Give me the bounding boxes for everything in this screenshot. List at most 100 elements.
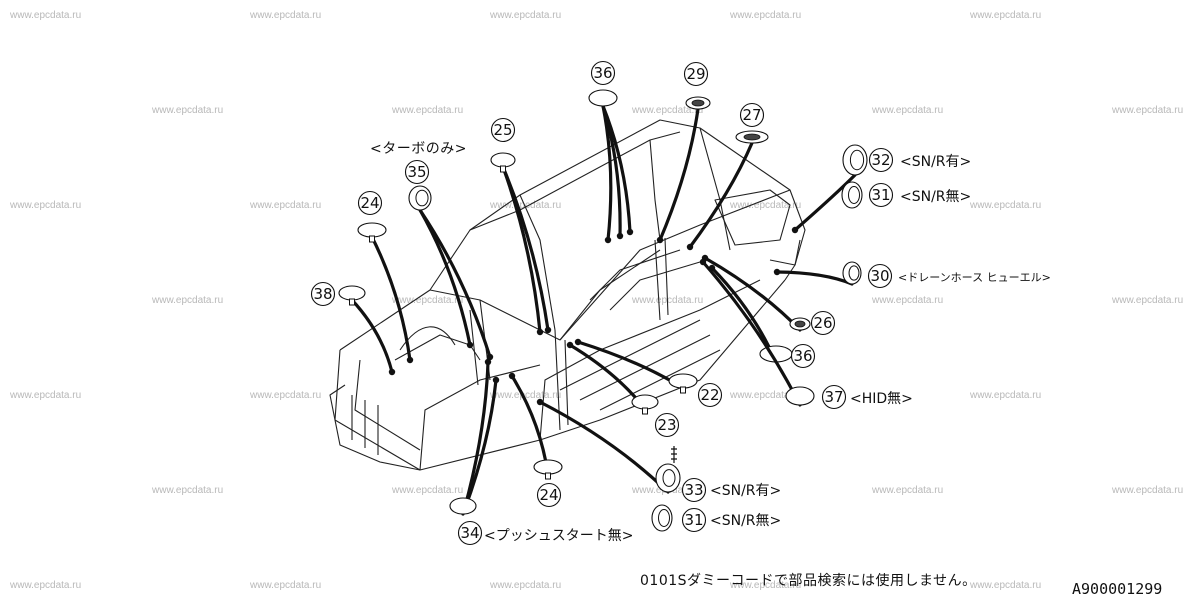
watermark-text: www.epcdata.ru [392, 105, 464, 116]
callout-number-circle [790, 343, 816, 369]
leader-line [538, 400, 670, 494]
callout-36: 36 [588, 60, 634, 244]
callout-number: 25 [493, 121, 512, 139]
callout-36: 36 [708, 264, 816, 369]
callout-number: 23 [657, 416, 676, 434]
leader-line [793, 173, 857, 232]
watermark-text: www.epcdata.ru [10, 390, 82, 401]
footer-note: 0101Sダミーコードで部品検索には使用しません。 [640, 573, 977, 589]
part-icon [357, 222, 387, 243]
watermark-text: www.epcdata.ru [872, 105, 944, 116]
part-icon [789, 317, 811, 331]
callout-number: 33 [684, 481, 703, 499]
watermark-text: www.epcdata.ru [490, 10, 562, 21]
attach-point [566, 341, 574, 349]
callout-number: 31 [684, 511, 703, 529]
callout-number-circle [868, 147, 894, 173]
leader-line [370, 235, 412, 362]
callout-number-circle [357, 190, 383, 216]
part-icon [651, 504, 673, 532]
attach-point [791, 226, 799, 234]
watermark-text: www.epcdata.ru [1112, 295, 1184, 306]
callout-number: 35 [407, 163, 426, 181]
callout-38: 38 [310, 281, 396, 376]
callout-number: 37 [824, 388, 843, 406]
attach-point [508, 372, 516, 380]
watermark-text: www.epcdata.ru [392, 485, 464, 496]
callout-number-circle [821, 384, 847, 410]
watermark-text: www.epcdata.ru [250, 580, 322, 591]
callout-31: 31 <SN/R無> [841, 181, 971, 209]
callout-number: 26 [813, 314, 832, 332]
watermark-text: www.epcdata.ru [10, 580, 82, 591]
watermark-text: www.epcdata.ru [250, 390, 322, 401]
callout-number-circle [739, 102, 765, 128]
leader-line [688, 141, 754, 249]
watermark-text: www.epcdata.ru [490, 200, 562, 211]
part-icon [685, 96, 711, 110]
attach-point [626, 228, 634, 236]
attach-point [604, 236, 612, 244]
callout-label: <HID無> [850, 391, 913, 407]
watermark-text: www.epcdata.ru [250, 200, 322, 211]
watermark-text: www.epcdata.ru [872, 295, 944, 306]
attach-point [486, 353, 494, 361]
callout-number-circle [310, 281, 336, 307]
attach-point [406, 356, 414, 364]
leader-line [601, 104, 632, 234]
part-icon [655, 446, 681, 493]
part-icon [668, 373, 698, 394]
callout-22: 22 [574, 338, 723, 408]
watermark-text: www.epcdata.ru [10, 200, 82, 211]
callout-number-circle [810, 310, 836, 336]
callout-number: 22 [700, 386, 719, 404]
callout-number: 30 [870, 267, 889, 285]
part-icon [631, 394, 659, 415]
part-icon [408, 185, 432, 211]
callout-number-circle [490, 117, 516, 143]
watermark-text: www.epcdata.ru [730, 10, 802, 21]
callout-number: 31 [871, 186, 890, 204]
callout-25: 25 [490, 117, 552, 336]
watermark-text: www.epcdata.ru [490, 390, 562, 401]
attach-point [388, 368, 396, 376]
callout-24: 24 [508, 372, 563, 508]
attach-point [536, 328, 544, 336]
callout-number-circle [868, 182, 894, 208]
turbo-only-note: <ターボのみ> [370, 141, 467, 157]
callout-number-circle [654, 412, 680, 438]
attach-point [616, 232, 624, 240]
watermark-text: www.epcdata.ru [730, 390, 802, 401]
part-icon [785, 386, 815, 406]
callout-label: <ドレーンホース ヒューエル> [898, 271, 1051, 284]
callout-label: <プッシュスタート無> [484, 528, 633, 544]
part-icon [449, 497, 477, 515]
attach-point [656, 236, 664, 244]
callout-number: 24 [539, 486, 558, 504]
callout-32: 32<SN/R有> [791, 144, 971, 234]
part-icon [588, 89, 618, 107]
watermark-text: www.epcdata.ru [632, 105, 704, 116]
callout-30: 30 <ドレーンホース ヒューエル> [773, 261, 1051, 289]
callout-33: 33<SN/R有> [536, 398, 781, 503]
callout-number-circle [536, 482, 562, 508]
watermark-text: www.epcdata.ru [10, 10, 82, 21]
leader-line [775, 270, 854, 286]
part-icon [490, 152, 516, 173]
callout-label: <SN/R無> [900, 189, 971, 205]
watermark-text: www.epcdata.ru [392, 295, 464, 306]
part-icon [841, 181, 863, 209]
watermark-text: www.epcdata.ru [1112, 105, 1184, 116]
callout-number: 29 [686, 65, 705, 83]
attach-point [466, 341, 474, 349]
watermark-text: www.epcdata.ru [872, 485, 944, 496]
callout-number: 36 [593, 64, 612, 82]
watermark-text: www.epcdata.ru [250, 10, 322, 21]
attach-point [574, 338, 582, 346]
callout-label: <SN/R無> [710, 513, 781, 529]
callout-31: 31 <SN/R無> [651, 504, 781, 533]
leader-line [418, 208, 472, 347]
attach-point [536, 398, 544, 406]
